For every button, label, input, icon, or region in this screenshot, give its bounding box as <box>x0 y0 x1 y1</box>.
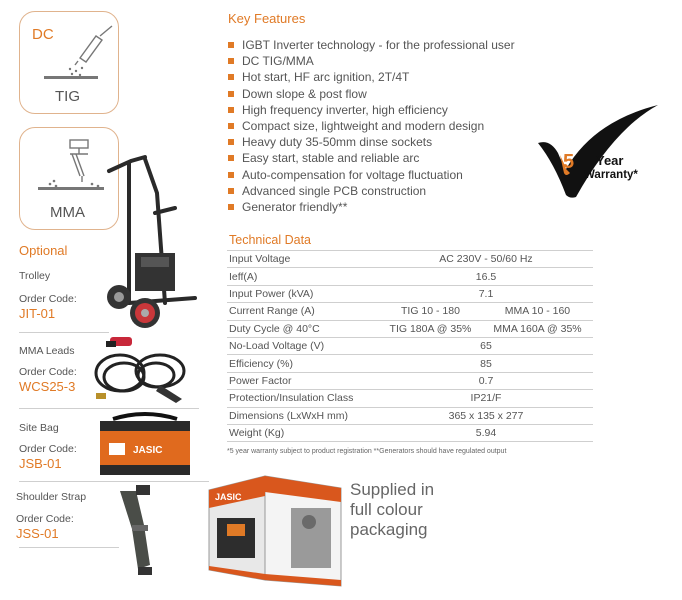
divider <box>19 332 109 333</box>
svg-text:JASIC: JASIC <box>133 445 162 456</box>
warranty-badge: 5 Year Warranty* <box>536 103 660 201</box>
order-code-label: Order Code: <box>19 293 77 305</box>
key-features-list: IGBT Inverter technology - for the profe… <box>228 37 538 215</box>
accessory-title: Site Bag <box>19 422 59 434</box>
product-box-image: JASIC <box>208 475 342 587</box>
feature-item: DC TIG/MMA <box>228 53 538 69</box>
key-features-heading: Key Features <box>228 11 306 26</box>
feature-item: Auto-compensation for voltage fluctuatio… <box>228 167 538 183</box>
order-code: JIT-01 <box>19 306 56 321</box>
feature-item: Generator friendly** <box>228 199 538 215</box>
mma-electrode-icon <box>48 139 100 188</box>
box-brand-text: JASIC <box>215 492 242 502</box>
accessory-title: Trolley <box>19 270 51 282</box>
workpiece-line <box>44 76 98 79</box>
packaging-caption: Supplied in full colour packaging <box>350 480 434 540</box>
mma-label: MMA <box>50 204 85 221</box>
table-row: Weight (Kg)5.94 <box>227 424 593 443</box>
divider <box>19 408 199 409</box>
technical-data-heading: Technical Data <box>229 233 311 247</box>
tig-label: TIG <box>55 88 80 105</box>
accessory-title: MMA Leads <box>19 345 75 357</box>
feature-item: Down slope & post flow <box>228 86 538 102</box>
order-code-label: Order Code: <box>19 443 77 455</box>
feature-item: IGBT Inverter technology - for the profe… <box>228 37 538 53</box>
table-row: Input Power (kVA)7.1 <box>227 285 593 304</box>
shoulder-strap-image <box>120 485 152 575</box>
warranty-year: Year <box>596 153 624 168</box>
trolley-image <box>107 155 197 328</box>
feature-item: Heavy duty 35-50mm dinse sockets <box>228 134 538 150</box>
dc-label: DC <box>32 26 54 43</box>
feature-item: Compact size, lightweight and modern des… <box>228 118 538 134</box>
table-row: Efficiency (%)85 <box>227 354 593 373</box>
feature-item: High frequency inverter, high efficiency <box>228 102 538 118</box>
workpiece-line <box>38 187 104 190</box>
feature-item: Advanced single PCB construction <box>228 183 538 199</box>
process-box-mma: MMA <box>19 127 119 230</box>
order-code-label: Order Code: <box>19 366 77 378</box>
order-code: WCS25-3 <box>19 379 76 394</box>
optional-heading: Optional <box>19 243 68 258</box>
accessory-title: Shoulder Strap <box>16 491 87 503</box>
divider <box>19 481 209 482</box>
order-code-label: Order Code: <box>16 513 74 525</box>
table-row: Ieff(A)16.5 <box>227 267 593 286</box>
tig-torch-icon <box>68 25 113 77</box>
mma-leads-image <box>94 337 186 403</box>
footnote: *5 year warranty subject to product regi… <box>227 448 507 455</box>
divider <box>19 547 119 548</box>
packaging-line: packaging <box>350 520 428 539</box>
feature-item: Easy start, stable and reliable arc <box>228 150 538 166</box>
packaging-line: full colour <box>350 500 423 519</box>
table-top-rule <box>227 250 593 251</box>
checkmark-icon <box>538 105 658 198</box>
process-box-tig: DC TIG <box>19 11 119 114</box>
feature-item: Hot start, HF arc ignition, 2T/4T <box>228 69 538 85</box>
table-row: Dimensions (LxWxH mm)365 x 135 x 277 <box>227 407 593 425</box>
order-code: JSS-01 <box>16 526 59 541</box>
order-code: JSB-01 <box>19 456 62 471</box>
packaging-line: Supplied in <box>350 480 435 499</box>
site-bag-image: JASIC <box>100 412 190 475</box>
table-row: No-Load Voltage (V)65 <box>227 337 593 356</box>
warranty-text: Warranty* <box>584 169 638 181</box>
warranty-number: 5 <box>563 151 575 173</box>
